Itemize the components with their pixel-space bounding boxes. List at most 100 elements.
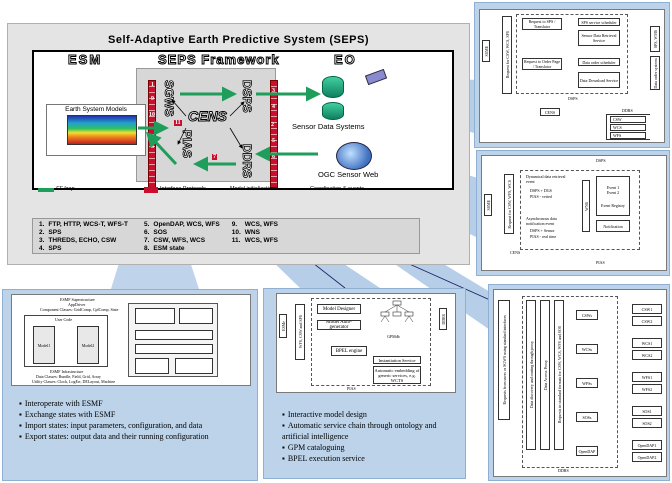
- dsps-panel-inner: SSME Request for CSW, WCS, SPS Request t…: [479, 9, 665, 143]
- protocol-number: 5.: [143, 221, 150, 228]
- cens-pias-label: PIAS: [596, 260, 605, 265]
- pias-bullet: BPEL execution service: [282, 453, 462, 464]
- data-download: Data Download Service: [578, 72, 620, 88]
- cens-label: CENS: [510, 250, 521, 255]
- num-marker-7: 7: [212, 154, 217, 160]
- pias-component: PIAS: [180, 130, 195, 159]
- esmf-bullet: Interoperate with ESMF: [19, 398, 255, 409]
- protocol-number: 1.: [39, 221, 45, 228]
- num-marker-3: 3: [272, 88, 275, 94]
- pias-panel: ESMe WFS, CSW and SPS Model Designer Mod…: [263, 288, 466, 479]
- legend-row: FF loop Interface Protocols Model initia…: [32, 186, 454, 196]
- esm-header: ESM: [67, 52, 103, 68]
- num-marker-4: 4: [272, 104, 275, 110]
- pias-real: PIAS - real time: [530, 234, 557, 239]
- flow-arrows: [138, 86, 321, 172]
- dsps-dashed-group: [516, 14, 628, 94]
- protocol-number: 6.: [143, 229, 150, 236]
- protocol-number: 9.: [231, 221, 238, 228]
- esmf-user-code: User Code Model1 Model2: [24, 315, 108, 367]
- protocol-names: WCS, WFS: [244, 221, 278, 228]
- interface-bar-right: [270, 80, 278, 188]
- protocol-names: OpenDAP, WCS, WFS: [153, 221, 220, 228]
- legend-coord-label: Coordination & events: [310, 186, 365, 192]
- ddrs-endpoint: WFS1: [632, 372, 662, 382]
- ddrs-service-proxy: CSWs: [576, 310, 598, 320]
- ddrs-endpoint: WFS2: [632, 384, 662, 394]
- legend-ff-swatch: [38, 188, 54, 192]
- model1-box: Model1: [33, 326, 55, 364]
- side-block: [179, 308, 213, 324]
- ff-loop-arrow: [145, 131, 178, 166]
- esmf-header: ESMF Superstructure: [60, 297, 95, 302]
- esmf-bullet: Exchange states with ESMF: [19, 409, 255, 420]
- ddrs-bracket: [606, 114, 650, 140]
- sps-wms-box: SPS, WMS: [650, 26, 660, 52]
- cens-panel-inner: DSPS SSME Request for CSW, WFS, WCS Dyna…: [481, 155, 667, 271]
- protocol-number: 2.: [39, 229, 45, 236]
- num-marker-9: 9: [151, 96, 154, 102]
- ddrs-endpoint: OpenDAP2: [632, 452, 662, 462]
- ddrs-endpoint: OpenDAP1: [632, 440, 662, 450]
- instantiation-service: Instantiation Service: [373, 356, 421, 364]
- dsps-dgs: DSPS + DGS: [530, 188, 552, 193]
- coord-arrow: [229, 101, 245, 117]
- protocol-names: SOS: [153, 229, 168, 236]
- framework-header: SEPS Framework: [158, 52, 280, 68]
- cens-dashed-group: [520, 170, 640, 250]
- esmf-bullets: Interoperate with ESMF Exchange states w…: [19, 398, 255, 442]
- seps-diagram: Self-Adaptive Earth Predictive System (S…: [7, 23, 470, 265]
- ddrs-standard: Requests in standard formats for CSW, WC…: [554, 300, 564, 450]
- ddrs-endpoint: WCS2: [632, 350, 662, 360]
- wcs-box: WCS: [610, 124, 646, 131]
- dsps-label: DSPS: [568, 96, 578, 101]
- num-marker-6: 6: [272, 154, 275, 160]
- legend-interface-swatch: [144, 187, 158, 193]
- cens-component: CENS: [188, 108, 228, 125]
- pias-label: PIAS: [347, 386, 356, 391]
- esmf-side-diagram: [128, 303, 218, 377]
- protocol-names: THREDS, ECHO, CSW: [48, 237, 117, 244]
- infra-classes: Data Classes: Bundle, Field, Grid, Array: [36, 374, 101, 379]
- event-registry-box: Event 1 Event 2 Event Registry: [596, 176, 630, 216]
- component-classes: Component Classes: GridComp, CplComp, St…: [40, 307, 119, 312]
- side-block: [135, 330, 213, 340]
- climate-map-image: [67, 115, 137, 145]
- num-marker-2: 2: [271, 122, 274, 128]
- cens-panel: DSPS SSME Request for CSW, WFS, WCS Dyna…: [476, 150, 670, 276]
- cens-box: CENS: [540, 108, 560, 116]
- sensor-data-systems-label: Sensor Data Systems: [292, 122, 365, 131]
- auto-embedding: Automatic embedding of generic services,…: [373, 366, 421, 384]
- app-driver: AppDriver: [68, 302, 86, 307]
- wfs-box: WFS: [610, 132, 646, 139]
- sensor-database-icon: [322, 76, 344, 98]
- ddrs-endpoint: SOS1: [632, 406, 662, 416]
- coord-arrow: [229, 127, 243, 149]
- esmf-notes: [222, 323, 248, 363]
- esmf-bullet: Export states: output data and their run…: [19, 431, 255, 442]
- legend-coord-swatch: [294, 189, 308, 190]
- ogc-sensor-web-label: OGC Sensor Web: [318, 170, 379, 179]
- legend-model-swatch: [214, 189, 228, 190]
- pias-dashed-group: [311, 298, 431, 386]
- sps-scheduler: SPS service scheduler: [578, 18, 620, 26]
- protocol-number: 3.: [39, 237, 45, 244]
- coord-arrow: [171, 99, 187, 117]
- ssme-box: SSME: [482, 40, 490, 62]
- side-block: [175, 358, 213, 374]
- ddrs-bottom-label: DDRS: [558, 468, 569, 473]
- legend-model-label: Model initialization: [230, 186, 275, 192]
- coord-arrow: [177, 127, 187, 145]
- ddrs-requests: Requests from users or SGWS using standa…: [498, 300, 510, 420]
- ddrs-component: DDRS: [240, 144, 255, 179]
- csw-box: CSW: [610, 116, 646, 123]
- notification-box: Notification: [596, 220, 630, 232]
- cens-request: Request for CSW, WFS, WCS: [504, 174, 514, 234]
- model-generator: Model Auto-generator: [317, 320, 361, 330]
- infra-header: ESMF Infrastructure: [50, 369, 84, 374]
- user-code-label: User Code: [55, 317, 72, 322]
